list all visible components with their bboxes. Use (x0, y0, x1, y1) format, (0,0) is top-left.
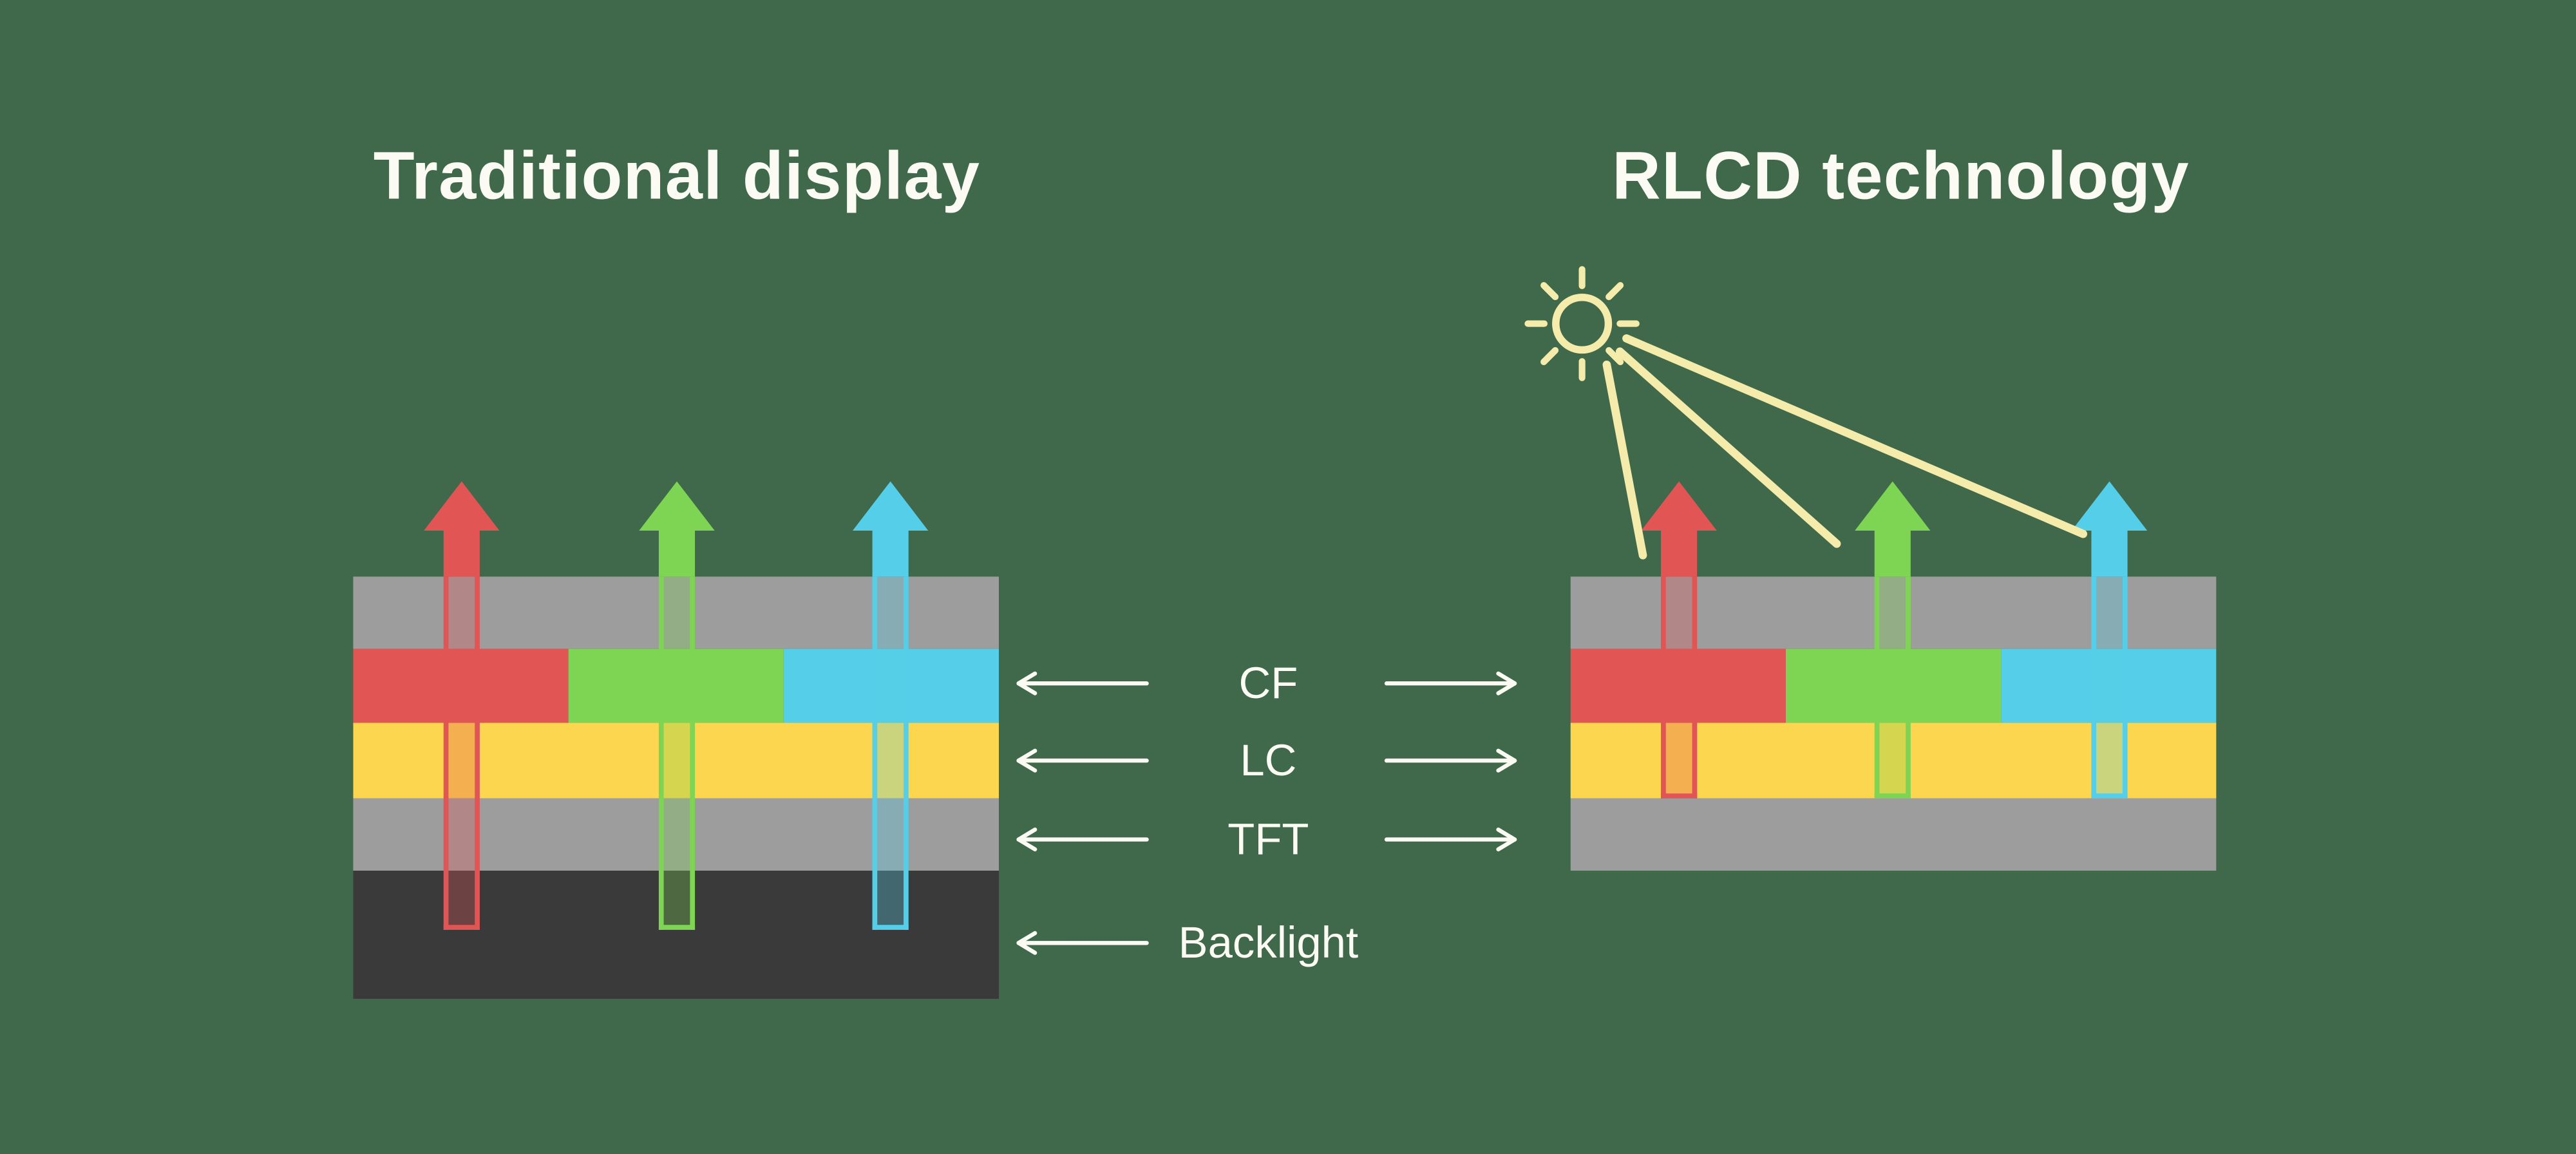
lc-arrow-right-icon (1383, 746, 1521, 775)
cyan-light-arrow-ghost (2091, 576, 2128, 799)
green-light-arrow-head (639, 481, 715, 531)
red-light-arrow-head (1641, 481, 1717, 531)
cf-green-segment (1785, 648, 2002, 723)
lc-arrow-left-icon (1012, 746, 1150, 775)
cf-red-segment (353, 648, 569, 723)
backlight-label: Backlight (1178, 918, 1359, 968)
right-panel-title: RLCD technology (1612, 138, 2190, 214)
green-light-arrow-shaft (658, 529, 696, 577)
cyan-light-arrow-shaft (2091, 529, 2128, 577)
green-light-arrow-ghost (1874, 576, 1911, 799)
cf-cyan-segment (783, 648, 999, 723)
cf-arrow-left-icon (1012, 668, 1150, 698)
cyan-light-arrow-ghost (872, 576, 909, 930)
traditional-display-stack (353, 576, 999, 999)
tft-arrow-right-icon (1383, 825, 1521, 855)
liquid-crystal-layer (1570, 723, 2217, 799)
tft-arrow-left-icon (1012, 825, 1150, 855)
left-panel-title: Traditional display (373, 138, 981, 214)
red-light-arrow-shaft (443, 529, 480, 577)
red-light-arrow-ghost (1661, 576, 1698, 799)
color-filter-layer (353, 648, 999, 723)
cf-arrow-right-icon (1383, 668, 1521, 698)
tft-layer (353, 798, 999, 871)
sunbeam-lines (1602, 334, 2088, 560)
cyan-light-arrow-shaft (872, 529, 909, 577)
glass-layer (353, 576, 999, 649)
sun-icon (1479, 230, 2168, 600)
lc-label: LC (1240, 735, 1297, 786)
color-filter-layer (1570, 648, 2217, 723)
cf-green-segment (568, 648, 784, 723)
cyan-light-arrow-head (852, 481, 929, 531)
rlcd-stack (1570, 576, 2217, 871)
red-light-arrow-ghost (443, 576, 480, 930)
green-light-arrow-head (1855, 481, 1931, 531)
red-light-arrow-head (424, 481, 500, 531)
liquid-crystal-layer (353, 723, 999, 799)
tft-label: TFT (1227, 815, 1309, 864)
cf-cyan-segment (2001, 648, 2217, 723)
cyan-light-arrow-head (2071, 481, 2148, 531)
backlight-arrow-left-icon (1012, 928, 1150, 958)
glass-layer (1570, 576, 2217, 649)
cf-red-segment (1570, 648, 1786, 723)
backlight-layer (353, 871, 999, 999)
tft-layer (1570, 798, 2217, 871)
green-light-arrow-ghost (658, 576, 696, 930)
green-light-arrow-shaft (1874, 529, 1911, 577)
red-light-arrow-shaft (1661, 529, 1698, 577)
cf-label: CF (1238, 658, 1298, 708)
